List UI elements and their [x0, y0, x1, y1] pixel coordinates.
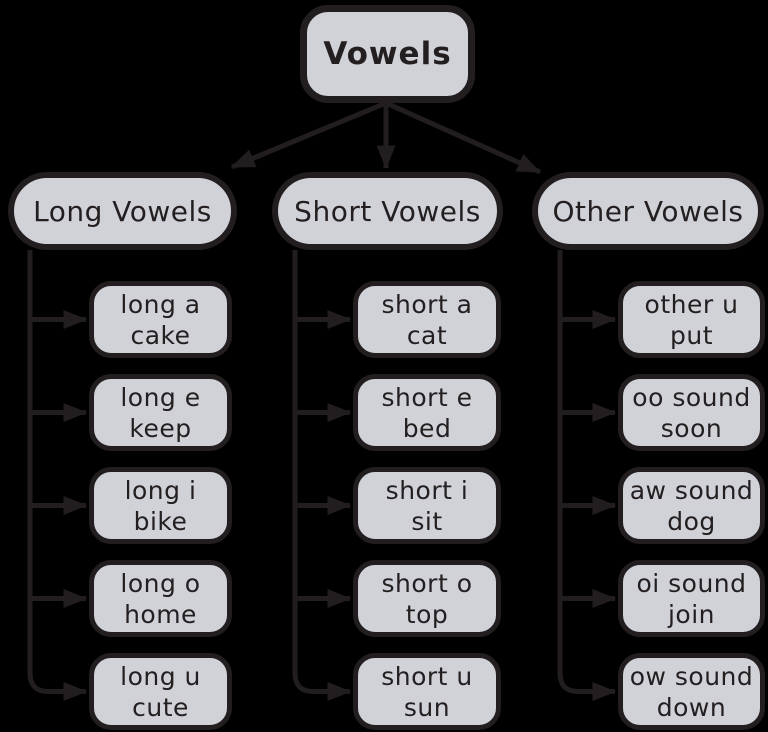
child-sound: aw sound [629, 475, 754, 505]
child-node-short-u: short u sun [353, 653, 501, 730]
child-node-short-i: short i sit [353, 467, 501, 544]
long-vowels-trunk-and-last-branch [27, 250, 88, 701]
child-sound: short o [381, 568, 473, 598]
root-to-long-vowels-arrow [230, 100, 387, 170]
child-sound: short a [381, 289, 473, 319]
child-word: home [124, 599, 197, 629]
category-label: Other Vowels [552, 194, 744, 228]
child-word: dog [667, 506, 716, 536]
child-node-long-i: long i bike [89, 467, 232, 544]
other-vowels-trunk-and-last-branch [557, 250, 617, 701]
child-sound: short u [381, 661, 473, 691]
category-label: Short Vowels [294, 194, 481, 228]
category-node-other-vowels: Other Vowels [532, 172, 764, 250]
short-vowels-trunk-and-last-branch [292, 250, 352, 701]
child-sound: long e [120, 382, 201, 412]
child-word: top [405, 599, 449, 629]
root-node-label: Vowels [323, 36, 452, 72]
root-node-vowels: Vowels [300, 5, 475, 103]
child-word: down [656, 692, 727, 722]
child-word: join [667, 599, 716, 629]
child-sound: other u [644, 289, 739, 319]
child-word: put [669, 320, 714, 350]
child-node-long-a: long a cake [89, 281, 232, 358]
child-node-ow-sound: ow sound down [618, 653, 765, 730]
category-label: Long Vowels [33, 194, 212, 228]
child-node-long-u: long u cute [89, 653, 232, 730]
child-word: cute [132, 692, 189, 722]
child-node-aw-sound: aw sound dog [618, 467, 765, 544]
child-word: cake [130, 320, 191, 350]
child-word: sun [403, 692, 451, 722]
child-node-other-u: other u put [618, 281, 765, 358]
child-word: bike [133, 506, 188, 536]
child-word: cat [406, 320, 448, 350]
child-node-oi-sound: oi sound join [618, 560, 765, 637]
child-node-long-e: long e keep [89, 374, 232, 451]
category-node-short-vowels: Short Vowels [272, 172, 503, 250]
child-sound: long u [120, 661, 201, 691]
child-word: soon [660, 413, 723, 443]
child-node-short-o: short o top [353, 560, 501, 637]
child-node-oo-sound: oo sound soon [618, 374, 765, 451]
child-sound: short i [385, 475, 469, 505]
child-sound: long a [120, 289, 201, 319]
child-word: keep [129, 413, 192, 443]
child-sound: short e [381, 382, 473, 412]
root-to-other-vowels-arrow [384, 100, 542, 175]
child-sound: oi sound [636, 568, 747, 598]
child-sound: long i [124, 475, 197, 505]
child-word: sit [411, 506, 443, 536]
child-node-long-o: long o home [89, 560, 232, 637]
category-node-long-vowels: Long Vowels [8, 172, 237, 250]
child-sound: ow sound [629, 661, 754, 691]
child-word: bed [402, 413, 452, 443]
child-sound: long o [120, 568, 201, 598]
child-sound: oo sound [632, 382, 751, 412]
child-node-short-a: short a cat [353, 281, 501, 358]
child-node-short-e: short e bed [353, 374, 501, 451]
